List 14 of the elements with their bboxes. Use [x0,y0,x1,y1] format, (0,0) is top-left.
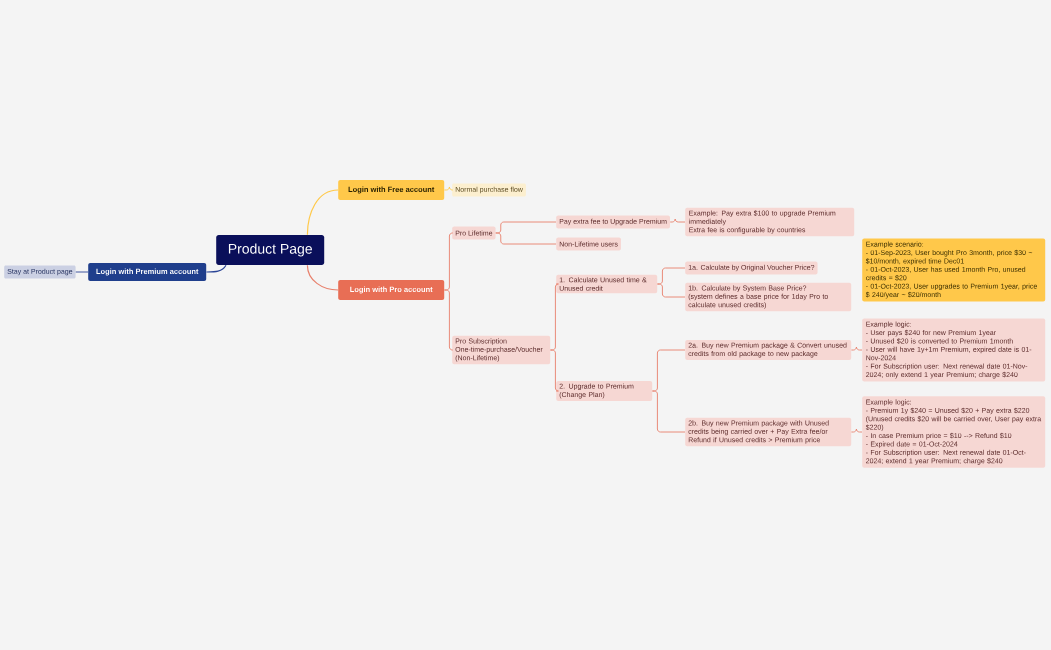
connector-line [75,271,89,273]
connector-line [495,232,557,245]
connector-line [850,428,863,433]
connector-line [443,186,453,191]
connector-line [669,218,686,223]
connector-line [205,264,227,273]
connector-line [306,264,339,291]
central-topic-box: Product Page [216,235,325,265]
connector-line [549,349,559,392]
connector-line [651,390,686,433]
connector-line [306,189,339,236]
connector-line [656,283,686,298]
connector-line [443,289,453,351]
connector-line [850,346,863,351]
